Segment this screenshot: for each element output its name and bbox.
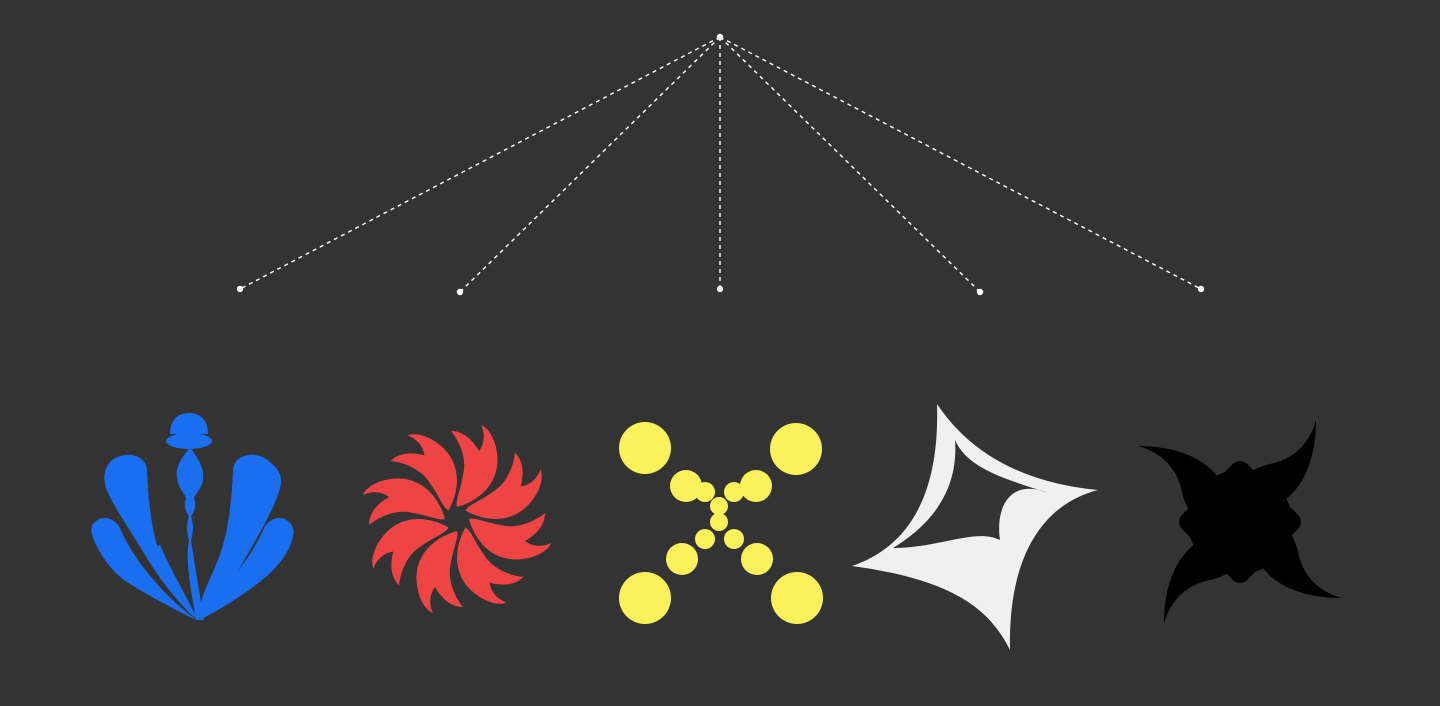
connector-lines bbox=[239, 36, 1202, 293]
blue-fountain-symbol bbox=[91, 413, 294, 620]
white-star-symbol bbox=[852, 404, 1098, 650]
pinwheel-flower-icon bbox=[361, 423, 553, 615]
crescent-pinwheel-icon bbox=[1138, 420, 1342, 624]
red-flower-symbol bbox=[361, 423, 553, 615]
curved-star-outline-icon bbox=[852, 404, 1098, 650]
branch-node-1 bbox=[236, 285, 244, 293]
fountain-ornament-icon bbox=[91, 413, 294, 620]
branch-node-5 bbox=[1197, 285, 1205, 293]
root-node bbox=[716, 33, 724, 41]
branch-node-2 bbox=[456, 288, 464, 296]
connector-line-5 bbox=[719, 36, 1202, 290]
branch-node-3 bbox=[716, 285, 724, 293]
yellow-dots-symbol bbox=[619, 422, 823, 624]
connector-line-2 bbox=[459, 36, 721, 293]
black-pinwheel-symbol bbox=[1138, 420, 1342, 624]
connector-line-4 bbox=[719, 36, 981, 293]
connector-line-1 bbox=[239, 36, 721, 290]
dotted-x-icon bbox=[619, 422, 823, 624]
branch-node-4 bbox=[976, 288, 984, 296]
